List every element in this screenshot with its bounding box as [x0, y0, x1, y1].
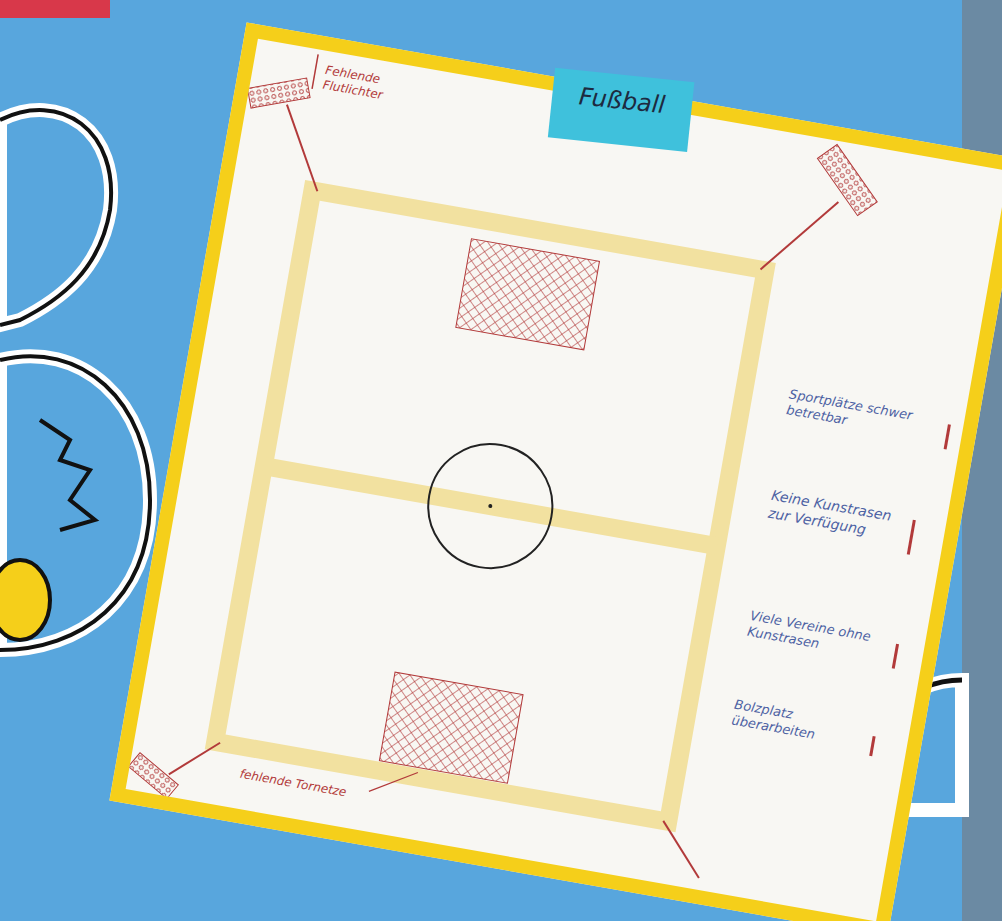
issue-note: Keine Kunstrasen zur Verfügung: [767, 487, 911, 546]
floodlight: [761, 135, 886, 287]
midline-tape: [264, 466, 717, 546]
cartoon-wing: [40, 420, 95, 530]
sticky-note: Fußball: [548, 68, 695, 152]
title: Fußball: [551, 80, 693, 122]
floodlight: [655, 821, 708, 878]
center-spot: [488, 504, 493, 509]
issue-note: Bolzplatz überarbeiten: [730, 697, 872, 753]
marker-bars: [871, 421, 950, 759]
goal-top: [456, 239, 600, 350]
issue-note: Viele Vereine ohne Kunstrasen: [746, 608, 894, 665]
football-field: [126, 39, 1002, 921]
cartoon-outline: [0, 110, 111, 325]
goal-bottom: [379, 672, 523, 783]
center-circle: [418, 434, 562, 578]
floodlight: [126, 728, 220, 806]
issue-note: Sportplätze schwer betretbar: [785, 386, 943, 445]
paper-sheet: Fußball Fehlende FlutlichterSportplätze …: [109, 22, 1002, 921]
field-tape: [215, 190, 765, 821]
top-strip: [0, 0, 110, 18]
cartoon-ball: [0, 560, 50, 640]
floodlight: [232, 68, 336, 191]
cartoon-shape: [0, 110, 111, 325]
red-corner-mark: [312, 54, 318, 88]
floodlight-note: Fehlende Flutlichter: [322, 63, 436, 112]
leader-line: [369, 765, 418, 799]
